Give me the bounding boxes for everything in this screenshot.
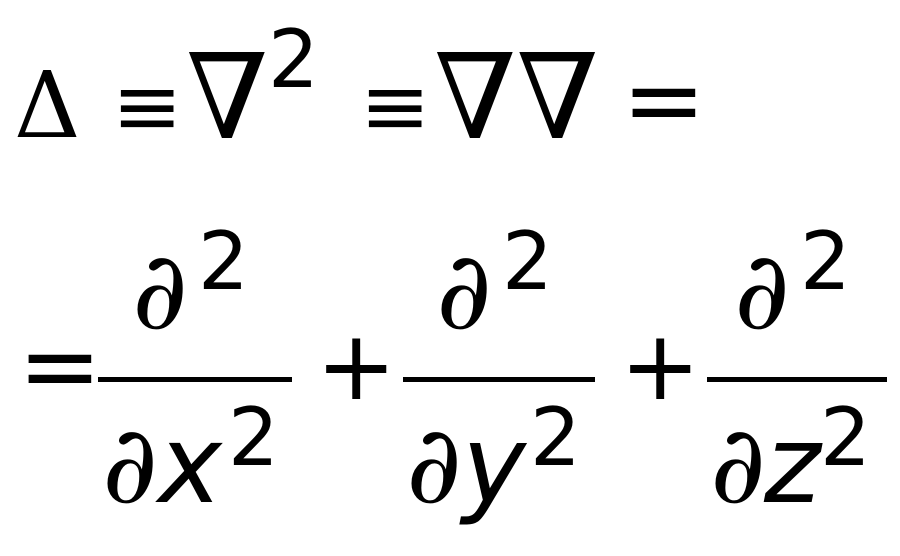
numerator-exponent: 2 bbox=[800, 215, 851, 308]
equals-sign: = bbox=[18, 307, 102, 424]
denominator-partial: ∂ bbox=[102, 403, 158, 528]
variable-x: x bbox=[158, 403, 222, 528]
fraction-bar bbox=[707, 377, 887, 382]
equivalence-symbol: ≡ bbox=[112, 57, 183, 155]
variable-y: y bbox=[462, 403, 526, 528]
fraction-bar bbox=[98, 377, 292, 382]
plus-sign: + bbox=[620, 310, 701, 422]
equals-sign: = bbox=[622, 41, 706, 158]
numerator-partial: ∂ bbox=[436, 229, 492, 354]
plus-sign: + bbox=[316, 310, 397, 422]
numerator-partial: ∂ bbox=[734, 229, 790, 354]
nabla-nabla-symbol: ∇∇ bbox=[434, 28, 599, 166]
equivalence-symbol: ≡ bbox=[360, 57, 431, 155]
denominator-exponent: 2 bbox=[530, 391, 581, 484]
numerator-partial: ∂ bbox=[132, 229, 188, 354]
denominator-exponent: 2 bbox=[228, 391, 279, 484]
nabla-exponent: 2 bbox=[268, 13, 319, 106]
denominator-exponent: 2 bbox=[820, 391, 871, 484]
nabla-symbol: ∇ bbox=[186, 28, 269, 166]
denominator-partial: ∂ bbox=[406, 403, 462, 528]
numerator-exponent: 2 bbox=[502, 215, 553, 308]
fraction-bar bbox=[403, 377, 595, 382]
laplace-symbol: Δ bbox=[14, 52, 81, 159]
numerator-exponent: 2 bbox=[198, 215, 249, 308]
variable-z: z bbox=[764, 403, 821, 528]
denominator-partial: ∂ bbox=[710, 403, 766, 528]
